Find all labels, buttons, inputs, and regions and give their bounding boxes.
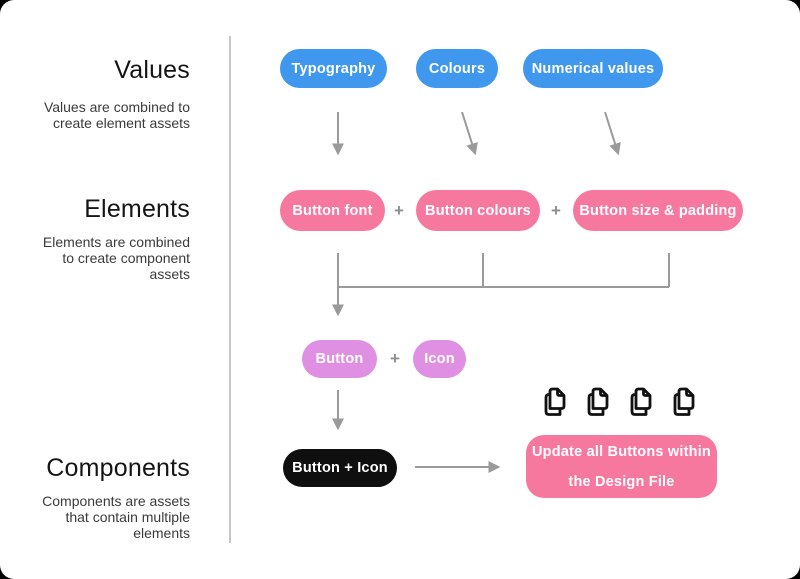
section-values: Values Values are combined to create ele… <box>30 55 190 131</box>
result-box: Update all Buttons within the Design Fil… <box>526 435 717 498</box>
copy-icon <box>673 387 695 416</box>
copy-icon <box>544 387 566 416</box>
section-elements: Elements Elements are combined to create… <box>30 194 190 283</box>
section-title-values: Values <box>114 56 190 84</box>
element-pill-button-colours: Button colours <box>416 190 540 231</box>
section-components: Components Components are assets that co… <box>30 453 190 542</box>
plus-sign: + <box>551 201 561 220</box>
section-description-elements: Elements are combined to create componen… <box>42 234 190 283</box>
element-pill-button-font: Button font <box>280 190 385 231</box>
part-pill-icon: Icon <box>413 340 466 378</box>
section-title-components: Components <box>46 454 190 482</box>
component-pill-button-icon: Button + Icon <box>283 449 397 487</box>
copy-icons-row <box>540 386 697 419</box>
copy-icon <box>587 387 609 416</box>
plus-sign: + <box>390 349 400 368</box>
value-pill-typography: Typography <box>280 49 387 88</box>
arrow-colours-to-button-colours <box>461 111 478 156</box>
section-title-elements: Elements <box>84 195 190 223</box>
element-pill-button-size-padding: Button size & padding <box>573 190 743 231</box>
section-description-components: Components are assets that contain multi… <box>42 493 190 542</box>
arrow-numerical-to-button-size <box>604 111 621 156</box>
section-description-values: Values are combined to create element as… <box>43 99 190 132</box>
plus-sign: + <box>394 201 404 220</box>
value-pill-numerical-values: Numerical values <box>523 49 663 88</box>
value-pill-colours: Colours <box>416 49 498 88</box>
copy-icon <box>630 387 652 416</box>
result-box-label: Update all Buttons within the Design Fil… <box>532 443 711 490</box>
divider-line <box>229 36 231 543</box>
part-pill-button: Button <box>302 340 377 378</box>
